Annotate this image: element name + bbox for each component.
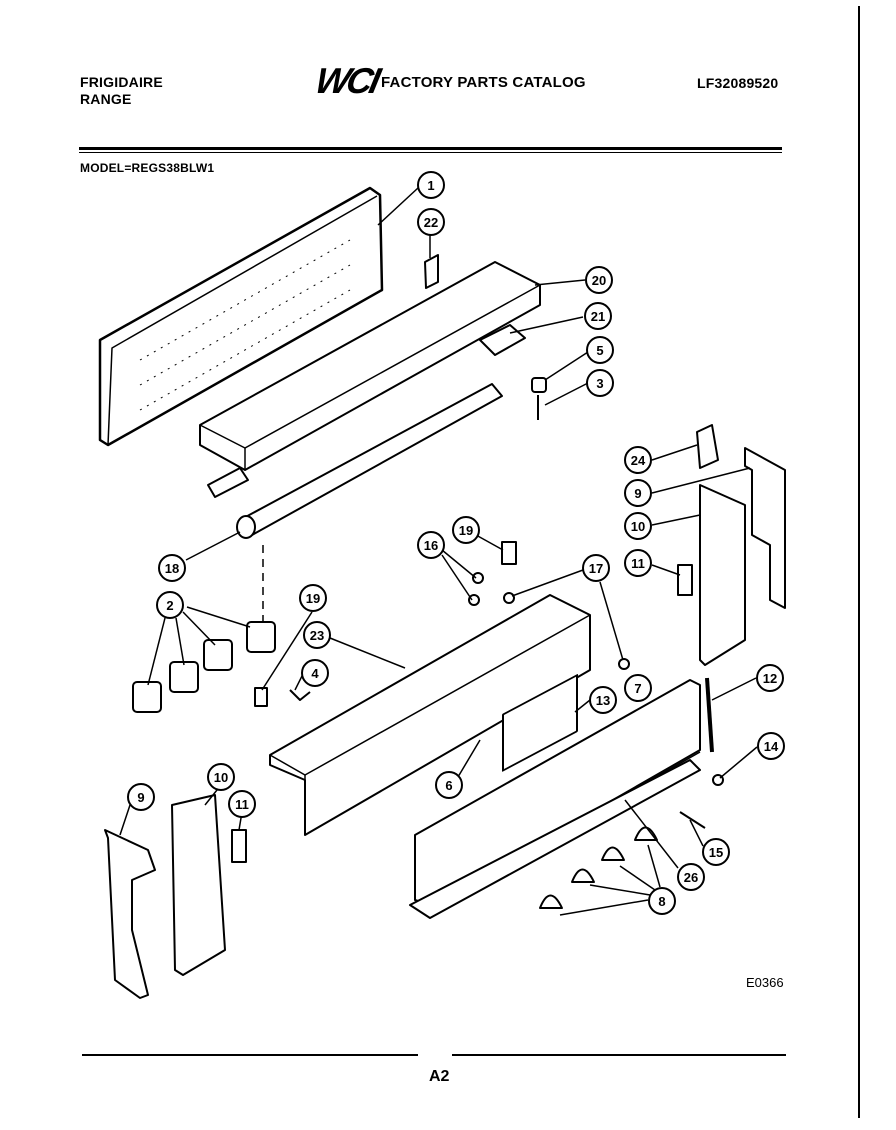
part-side-brackets-left [104, 794, 247, 999]
callout-24: 24 [624, 446, 652, 474]
part-backguard-panel [98, 186, 384, 447]
part-nut-17 [503, 592, 515, 604]
part-front-control-panel [409, 679, 701, 919]
svg-text:9: 9 [634, 486, 641, 501]
part-spacer-16b [468, 594, 480, 606]
callout-17: 17 [582, 554, 610, 582]
footer-rule-left [82, 1054, 418, 1056]
part-control-housing [269, 594, 591, 836]
callout-23: 23 [303, 621, 331, 649]
brand-header: FRIGIDAIRE RANGE [80, 74, 163, 108]
part-spacer-16 [472, 572, 484, 584]
svg-text:20: 20 [592, 273, 606, 288]
svg-text:22: 22 [424, 215, 438, 230]
callout-13: 13 [589, 686, 617, 714]
svg-text:12: 12 [763, 671, 777, 686]
svg-text:5: 5 [596, 343, 603, 358]
callout-11-right: 11 [624, 549, 652, 577]
callout-22: 22 [417, 208, 445, 236]
part-side-brackets-right [677, 424, 786, 666]
part-clip-4 [289, 689, 311, 701]
callout-19-lower: 19 [299, 584, 327, 612]
svg-text:21: 21 [591, 309, 605, 324]
callout-16: 16 [417, 531, 445, 559]
diagram-code: E0366 [746, 975, 784, 990]
svg-text:11: 11 [235, 797, 249, 812]
callout-14: 14 [757, 732, 785, 760]
callout-10-left: 10 [207, 763, 235, 791]
svg-text:6: 6 [445, 778, 452, 793]
svg-text:7: 7 [634, 681, 641, 696]
svg-text:13: 13 [596, 693, 610, 708]
callout-leaders [119, 187, 758, 916]
part-nut-17b [618, 658, 630, 670]
footer-rule-right [452, 1054, 786, 1056]
part-rod-12 [705, 677, 714, 753]
callout-21: 21 [584, 302, 612, 330]
callout-11-left: 11 [228, 790, 256, 818]
callout-3: 3 [586, 369, 614, 397]
callout-9-right: 9 [624, 479, 652, 507]
brand-name: FRIGIDAIRE [80, 74, 163, 90]
svg-text:26: 26 [684, 870, 698, 885]
svg-text:19: 19 [306, 591, 320, 606]
callout-8: 8 [648, 887, 676, 915]
part-block-19-lower [254, 687, 268, 707]
svg-text:16: 16 [424, 538, 438, 553]
callout-6: 6 [435, 771, 463, 799]
svg-text:11: 11 [631, 556, 645, 571]
svg-text:3: 3 [596, 376, 603, 391]
svg-text:10: 10 [214, 770, 228, 785]
page-number: A2 [429, 1068, 450, 1085]
header-rule-thick [79, 147, 782, 150]
callout-10-right: 10 [624, 512, 652, 540]
svg-text:8: 8 [658, 894, 665, 909]
callout-numbers: 1 22 20 21 5 3 24 9 10 11 18 16 19 17 2 … [127, 171, 785, 915]
catalog-title: FACTORY PARTS CATALOG [381, 74, 586, 91]
callout-26: 26 [677, 863, 705, 891]
svg-text:1: 1 [427, 178, 434, 193]
callout-19-top: 19 [452, 516, 480, 544]
callout-20: 20 [585, 266, 613, 294]
svg-text:2: 2 [166, 598, 173, 613]
svg-text:9: 9 [137, 790, 144, 805]
svg-text:15: 15 [709, 845, 723, 860]
callout-9-left: 9 [127, 783, 155, 811]
part-block-19 [501, 541, 517, 565]
catalog-number: LF32089520 [697, 75, 779, 91]
model-label: MODEL=REGS38BLW1 [80, 161, 215, 175]
header-rule-thin [79, 152, 782, 153]
callout-4: 4 [301, 659, 329, 687]
part-bracket-22 [424, 254, 439, 289]
part-top-channel [199, 261, 541, 498]
callout-18: 18 [158, 554, 186, 582]
svg-text:19: 19 [459, 523, 473, 538]
part-screw-15 [679, 811, 706, 829]
svg-text:18: 18 [165, 561, 179, 576]
svg-text:4: 4 [311, 666, 319, 681]
svg-text:10: 10 [631, 519, 645, 534]
product-type: RANGE [80, 91, 132, 107]
callout-15: 15 [702, 838, 730, 866]
page-border-right [858, 6, 860, 1118]
callout-2: 2 [156, 591, 184, 619]
svg-text:14: 14 [764, 739, 779, 754]
part-infinite-switches [132, 621, 276, 713]
callout-7: 7 [624, 674, 652, 702]
part-fluorescent-tube [236, 383, 503, 640]
callout-1: 1 [417, 171, 445, 199]
callout-12: 12 [756, 664, 784, 692]
callout-5: 5 [586, 336, 614, 364]
part-lamp-socket [531, 377, 547, 420]
svg-text:24: 24 [631, 453, 646, 468]
svg-text:17: 17 [589, 561, 603, 576]
svg-text:23: 23 [310, 628, 324, 643]
